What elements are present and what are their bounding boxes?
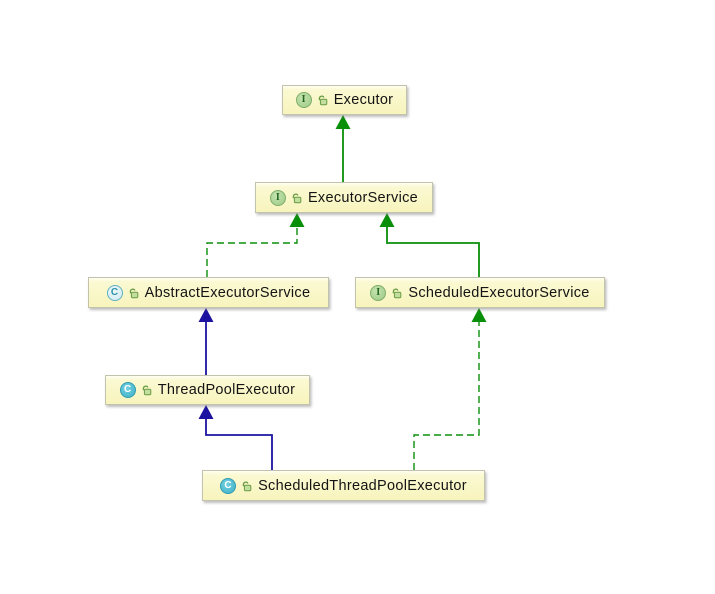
arrowhead-abstractexecutorservice-implements-executorservice xyxy=(289,213,305,227)
edge-abstractexecutorservice-implements-executorservice xyxy=(206,227,298,277)
interface-icon: I xyxy=(370,284,387,301)
class-node-thread-pool-executor[interactable]: C ThreadPoolExecutor xyxy=(105,375,310,405)
class-icon: C xyxy=(119,382,136,398)
arrowhead-executorservice-extends-executor xyxy=(335,115,351,129)
class-node-label: ExecutorService xyxy=(307,189,419,206)
arrowhead-scheduledexecutorservice-extends-executorservice xyxy=(379,213,395,227)
class-node-label: Executor xyxy=(333,92,394,108)
interface-icon: I xyxy=(295,92,312,108)
class-node-executor[interactable]: I Executor xyxy=(282,85,407,115)
interface-icon: I xyxy=(269,189,286,206)
class-node-executor-service[interactable]: I ExecutorService xyxy=(255,182,433,213)
arrowhead-scheduledthreadpoolexecutor-implements-scheduledexecutorservice xyxy=(471,308,487,322)
class-node-scheduled-thread-pool-executor[interactable]: C ScheduledThreadPoolExecutor xyxy=(202,470,485,501)
edge-scheduledthreadpoolexecutor-extends-threadpoolexecutor xyxy=(205,419,273,470)
class-node-label: ScheduledThreadPoolExecutor xyxy=(258,477,467,494)
arrowhead-threadpoolexecutor-extends-abstractexecutorservice xyxy=(198,308,214,322)
unlocked-icon xyxy=(141,384,153,396)
unlocked-icon xyxy=(317,94,329,106)
edge-scheduledthreadpoolexecutor-implements-scheduledexecutorservice xyxy=(413,322,480,470)
abstract-class-icon: C xyxy=(106,284,123,301)
class-icon: C xyxy=(220,477,237,494)
class-node-label: AbstractExecutorService xyxy=(144,284,311,301)
edge-scheduledexecutorservice-extends-executorservice xyxy=(386,227,480,277)
class-node-abstract-executor-service[interactable]: C AbstractExecutorService xyxy=(88,277,329,308)
unlocked-icon xyxy=(391,287,403,299)
unlocked-icon xyxy=(241,480,253,492)
arrowhead-scheduledthreadpoolexecutor-extends-threadpoolexecutor xyxy=(198,405,214,419)
class-node-label: ThreadPoolExecutor xyxy=(157,382,296,398)
class-node-label: ScheduledExecutorService xyxy=(408,284,590,301)
unlocked-icon xyxy=(128,287,140,299)
unlocked-icon xyxy=(291,192,303,204)
class-node-scheduled-executor-service[interactable]: I ScheduledExecutorService xyxy=(355,277,605,308)
